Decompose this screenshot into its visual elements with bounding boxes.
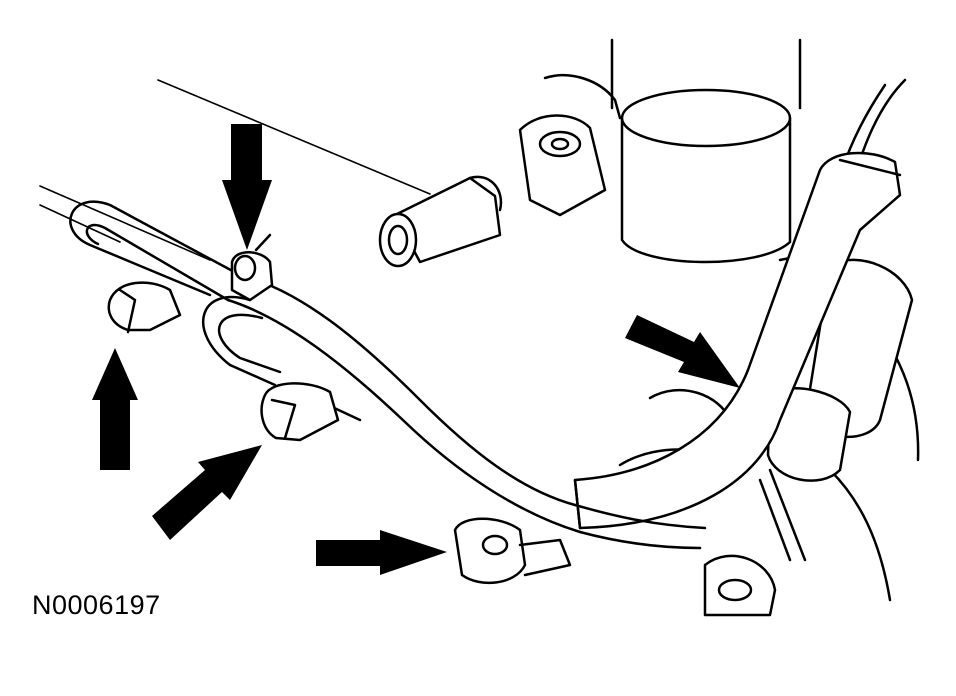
engine-casting xyxy=(378,38,920,602)
left-tubes xyxy=(69,200,362,422)
callout-arrows xyxy=(92,124,740,575)
arrow-right-icon xyxy=(316,530,447,575)
arrow-up-icon xyxy=(92,348,138,470)
top-clip xyxy=(230,233,274,302)
main-hose xyxy=(573,151,902,530)
center-bracket xyxy=(260,382,340,442)
arrow-down-right-icon xyxy=(625,315,740,388)
hose-tube xyxy=(226,273,707,550)
arrow-down-icon xyxy=(222,124,272,250)
figure-id-label: N0006197 xyxy=(32,590,161,620)
connector-assembly xyxy=(703,258,914,617)
left-bracket xyxy=(107,281,182,334)
background-lines xyxy=(39,79,431,261)
arrow-up-right-icon xyxy=(152,445,262,540)
lower-clamp xyxy=(453,517,572,585)
